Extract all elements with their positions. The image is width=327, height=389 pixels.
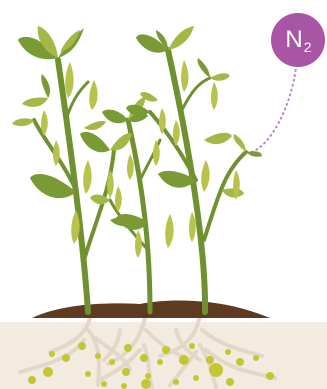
nitrogen-symbol: N [285, 28, 302, 52]
nitrogen-dotted-line [252, 68, 296, 152]
plant-leaves [12, 26, 262, 230]
nitrogen-subscript: 2 [304, 40, 312, 54]
